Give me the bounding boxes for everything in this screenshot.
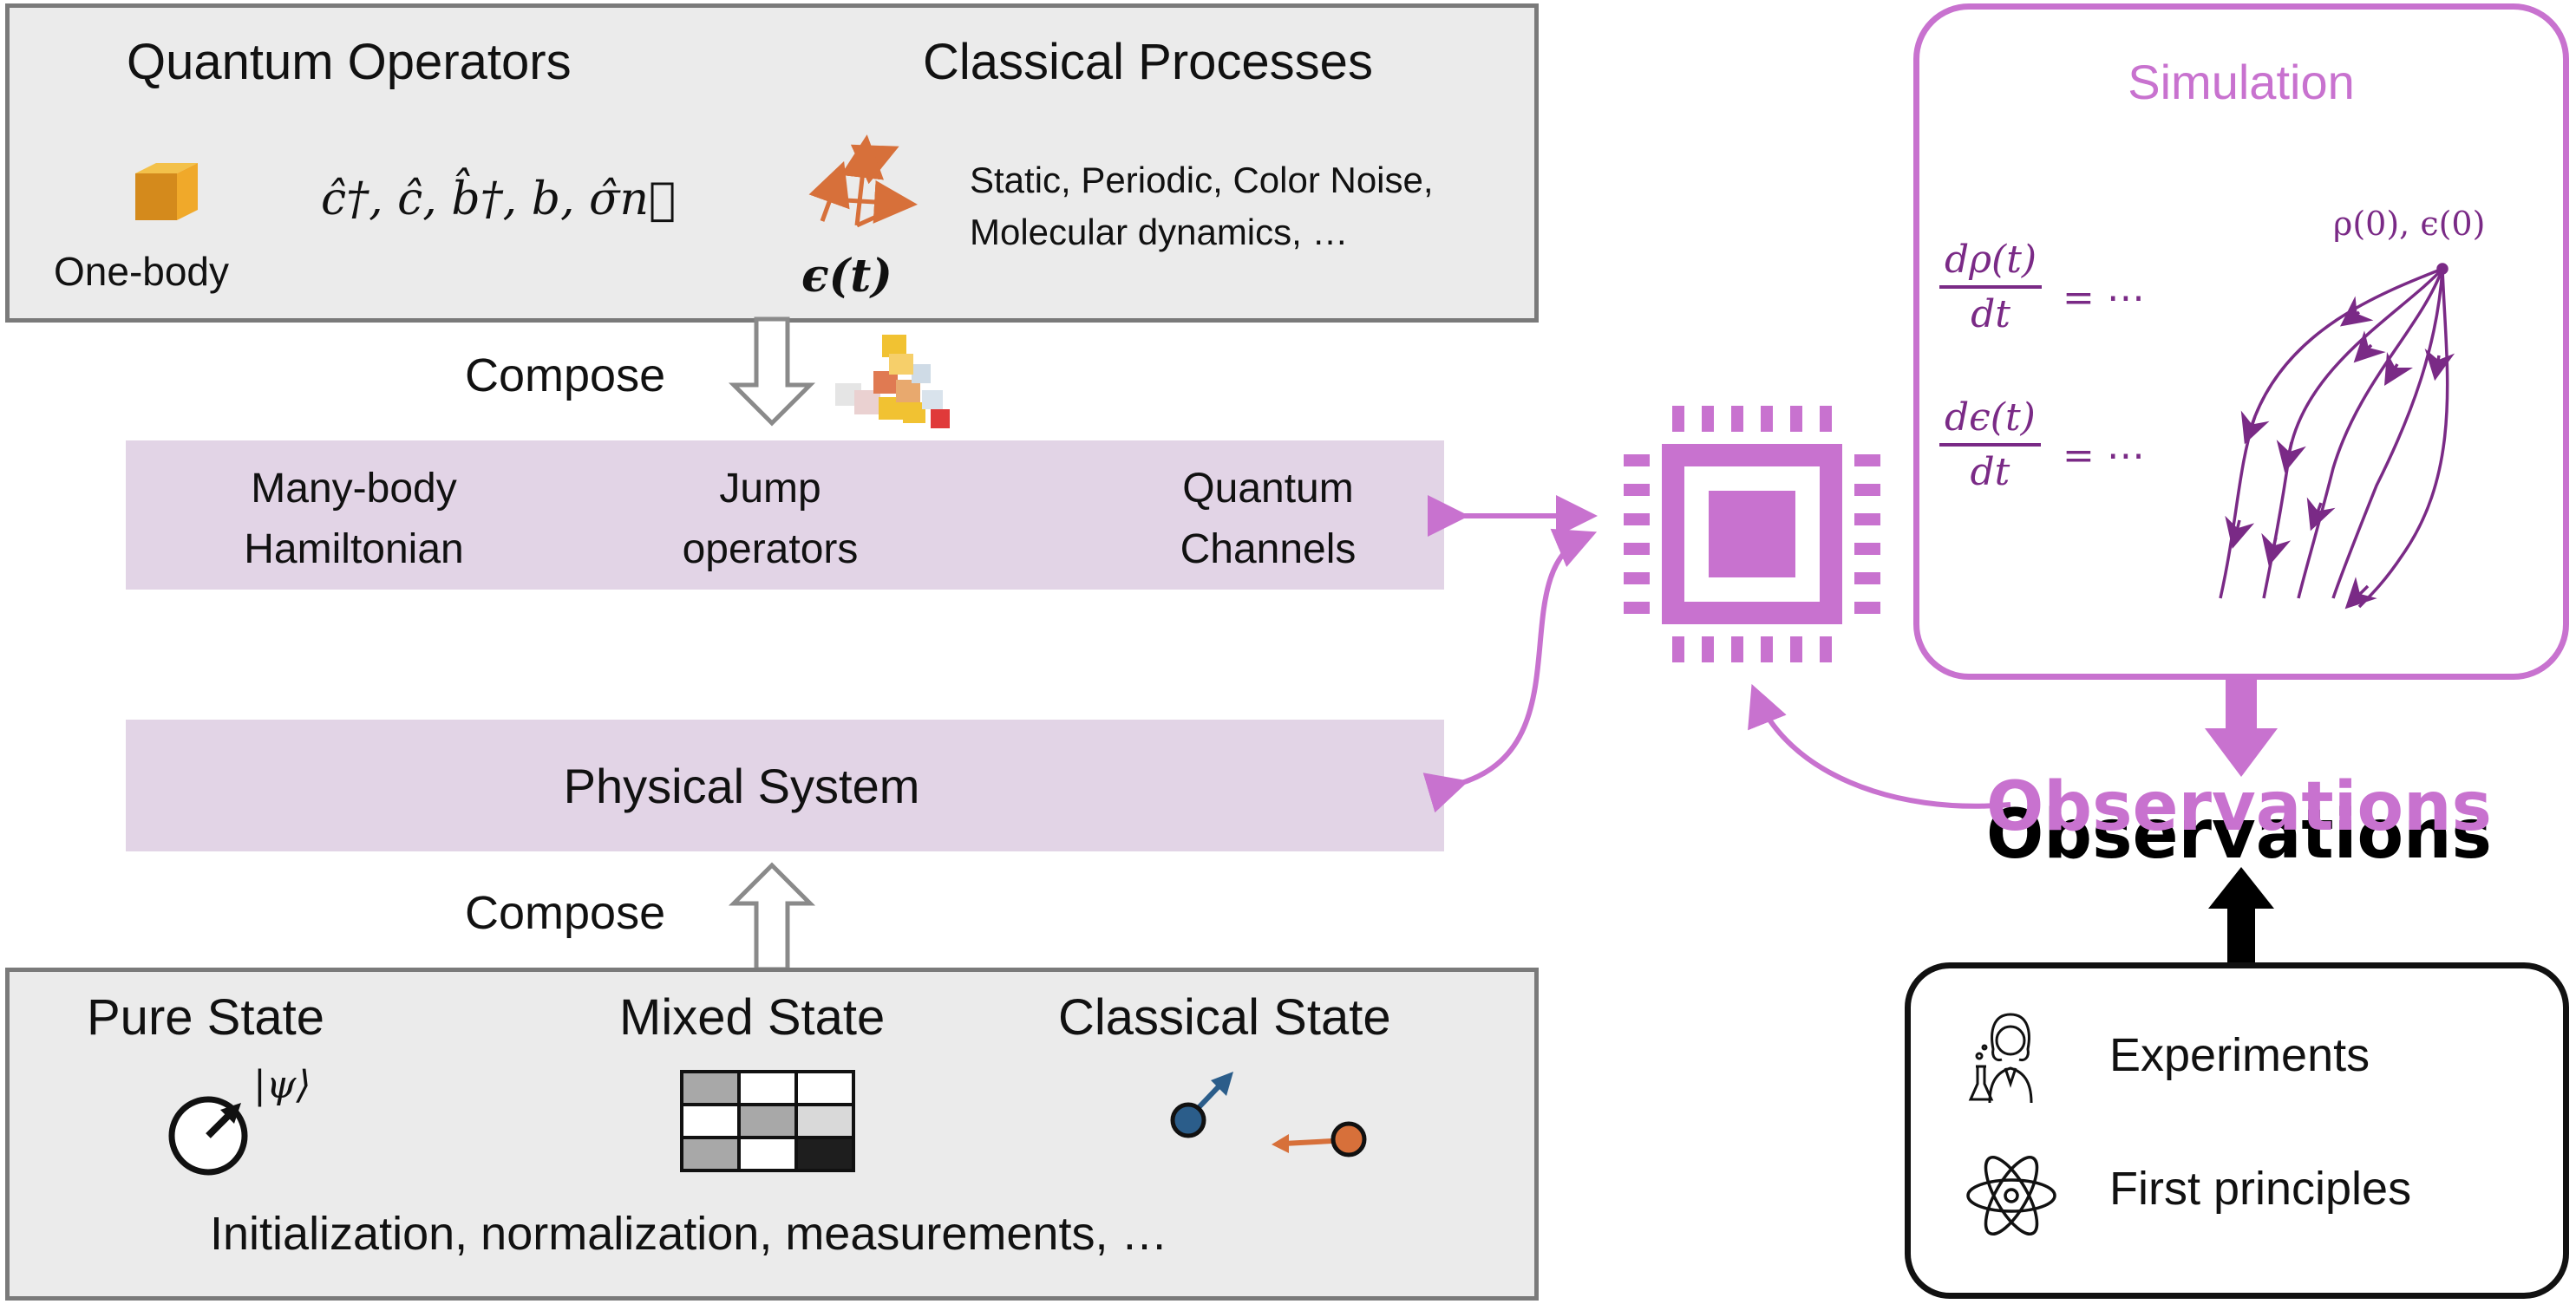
one-body-label: One-body	[54, 249, 230, 294]
chip-pin	[1854, 454, 1880, 466]
chip-pin	[1820, 406, 1832, 432]
chip-pin	[1820, 636, 1832, 662]
eq2-fraction: dϵ(t) dt	[1939, 395, 2041, 494]
processes-line2: Molecular dynamics, …	[970, 212, 1349, 252]
chip-pin	[1854, 484, 1880, 496]
quantum-operators-title: Quantum Operators	[127, 34, 572, 90]
compose-down-arrow	[728, 316, 816, 427]
chip-pin	[1761, 406, 1773, 432]
many-body-line2: Hamiltonian	[244, 526, 464, 572]
eq1-numerator: dρ(t)	[1945, 238, 2037, 282]
simulation-title: Simulation	[2128, 55, 2355, 109]
chip-pin	[1854, 602, 1880, 614]
mixed-state-grid	[680, 1070, 855, 1172]
psi-label: |ψ⟩	[253, 1063, 311, 1107]
pure-state-title: Pure State	[87, 989, 325, 1046]
atom-icon	[1966, 1156, 2056, 1236]
grid-cell-0-2	[794, 1070, 855, 1106]
chip-pin	[1702, 406, 1714, 432]
chip-pin	[1761, 636, 1773, 662]
observations-label-black: Observations	[1986, 796, 2492, 874]
initial-condition-label: ρ(0), ϵ(0)	[2333, 205, 2486, 243]
cpu-chip-icon	[1624, 406, 1880, 662]
jump-ops-line1: Jump	[719, 466, 821, 512]
chip-pin	[1672, 636, 1684, 662]
eq2-numerator: dϵ(t)	[1945, 395, 2036, 440]
chip-pin	[1790, 636, 1802, 662]
chip-pin	[1854, 513, 1880, 525]
chip-pin	[1672, 406, 1684, 432]
chip-pin	[1624, 602, 1650, 614]
classical-particles	[1170, 1072, 1367, 1157]
trajectories-plot	[2219, 263, 2455, 610]
operators-panel	[5, 3, 1539, 323]
simulation-to-observations-arrow	[2205, 680, 2278, 777]
jump-ops-line2: operators	[682, 526, 859, 572]
sources-to-observations-arrow	[2208, 867, 2274, 962]
eq1-fraction: dρ(t) dt	[1939, 238, 2043, 336]
physical-system-band	[126, 720, 1444, 851]
compose-bottom-label: Compose	[465, 887, 666, 939]
chip-core	[1709, 491, 1795, 577]
gauge-icon	[168, 1096, 248, 1176]
operators-band	[126, 440, 1444, 590]
chip-pin	[1624, 484, 1650, 496]
grid-cell-2-1	[737, 1136, 798, 1172]
first-principles-label: First principles	[2109, 1163, 2412, 1215]
many-body-line1: Many-body	[251, 466, 457, 512]
compose-top-label: Compose	[465, 349, 666, 401]
chip-pin	[1624, 572, 1650, 584]
observations-label-purple: Observations	[1986, 768, 2492, 846]
classical-state-title: Classical State	[1058, 989, 1391, 1046]
chip-pin	[1854, 543, 1880, 555]
chip-pin	[1731, 636, 1743, 662]
chip-pin	[1624, 513, 1650, 525]
simulation-panel	[1913, 3, 2569, 680]
eq1-denominator: dt	[1971, 292, 2010, 336]
chip-pin	[1854, 572, 1880, 584]
scientist-icon	[1968, 1013, 2033, 1104]
states-footer: Initialization, normalization, measureme…	[210, 1208, 1168, 1260]
quantum-channels-line1: Quantum	[1182, 466, 1354, 512]
chip-pin	[1702, 636, 1714, 662]
epsilon-label: ϵ(t)	[801, 250, 892, 303]
classical-processes-title: Classical Processes	[923, 34, 1373, 90]
chip-pin	[1624, 543, 1650, 555]
experiments-label: Experiments	[2109, 1029, 2370, 1081]
quantum-channels-line2: Channels	[1180, 526, 1357, 572]
operators-formula: ĉ†, ĉ, b̂†, b, σ̂n⃗	[321, 173, 677, 225]
chip-pin	[1790, 406, 1802, 432]
eq1-rhs: = ⋯	[2063, 276, 2145, 320]
chip-pin	[1624, 454, 1650, 466]
eq2-rhs: = ⋯	[2063, 434, 2145, 478]
processes-line1: Static, Periodic, Color Noise,	[970, 160, 1434, 200]
chip-pin	[1731, 406, 1743, 432]
vector-triangle-icon	[808, 134, 918, 228]
mixed-state-title: Mixed State	[619, 989, 886, 1046]
physical-system-label: Physical System	[563, 759, 920, 813]
grid-cell-2-2	[794, 1136, 855, 1172]
cube-icon	[135, 163, 198, 220]
eq2-denominator: dt	[1970, 450, 2010, 494]
blocks-icon	[835, 335, 950, 428]
sources-panel	[1905, 962, 2569, 1299]
